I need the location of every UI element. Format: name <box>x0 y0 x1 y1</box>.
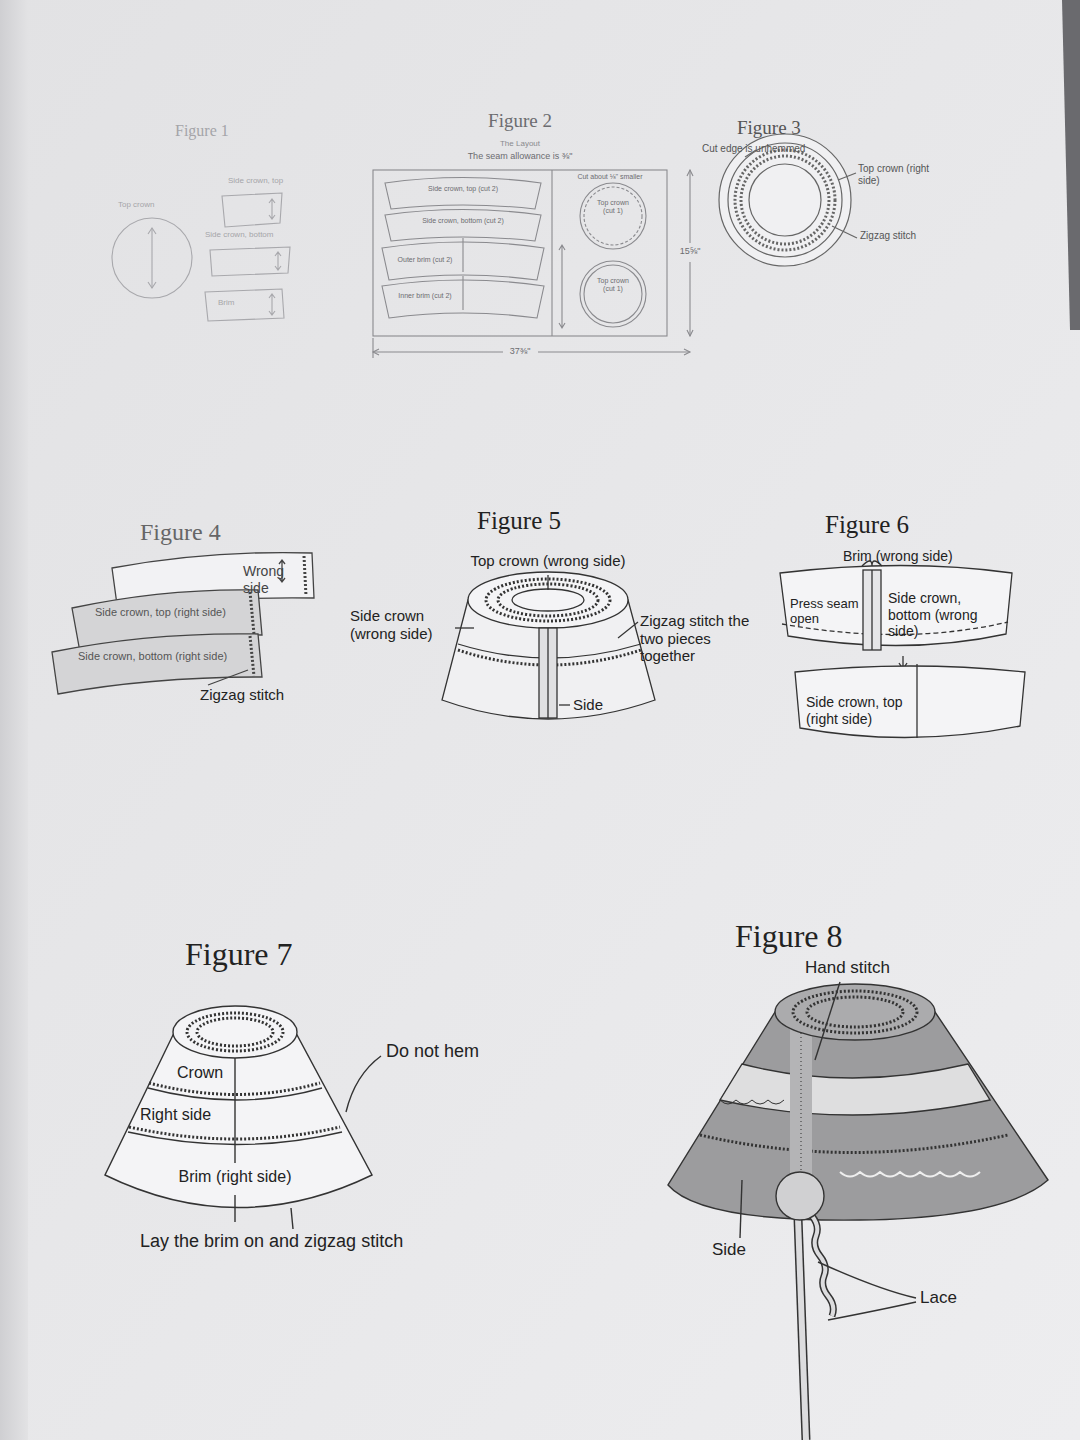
figure-title: Figure 2 <box>488 110 552 132</box>
figure-title: Figure 6 <box>825 510 909 540</box>
part-label: Side crown, top (right side) <box>806 694 912 727</box>
part-label: Side crown, bottom (cut 2) <box>403 217 523 225</box>
part-label: Lace <box>920 1288 957 1308</box>
note: Zigzag stitch <box>200 686 284 704</box>
figure-8 <box>668 982 1048 1440</box>
part-label: Brim (wrong side) <box>843 548 953 565</box>
note: The Layout <box>500 139 540 148</box>
part-label: Side <box>573 696 603 714</box>
part-label: Top crown <box>118 200 154 209</box>
part-label: Top crown (wrong side) <box>470 552 625 570</box>
figure-1 <box>112 193 290 321</box>
part-label: Inner brim (cut 2) <box>395 292 455 300</box>
figure-2 <box>373 170 693 358</box>
note: Zigzag stitch <box>860 230 920 242</box>
part-label: Wrong side <box>243 563 303 596</box>
part-label: Side crown, bottom (wrong side) <box>888 590 1003 640</box>
part-label: Side <box>712 1240 746 1260</box>
part-label: Side crown (wrong side) <box>350 607 450 642</box>
note: Lay the brim on and zigzag stitch <box>140 1231 403 1252</box>
figure-4 <box>52 553 314 694</box>
page-edge <box>0 0 28 1440</box>
note: Cut about ⅛" smaller <box>577 173 642 181</box>
page-shadow <box>1062 0 1080 330</box>
note: Press seam open <box>790 596 860 627</box>
dimension: 15⅝" <box>680 246 701 257</box>
part-label: Side crown, bottom <box>205 230 273 239</box>
part-label: Crown <box>177 1064 223 1083</box>
figure-title: Figure 5 <box>477 506 561 536</box>
note: Do not hem <box>386 1041 479 1062</box>
part-label: Side crown, top (right side) <box>95 606 245 619</box>
part-label: Side crown, bottom (right side) <box>78 650 248 663</box>
figure-title: Figure 7 <box>185 936 293 974</box>
part-label: Hand stitch <box>805 958 890 978</box>
part-label: Side crown, top (cut 2) <box>403 185 523 193</box>
part-label: Top crown (cut 1) <box>593 277 633 294</box>
note: The seam allowance is ⅜" <box>468 151 573 162</box>
part-label: Top crown (right side) <box>858 163 943 187</box>
figure-5 <box>442 572 655 719</box>
note: Zigzag stitch the two pieces together <box>640 612 760 665</box>
dimension: 37⅜" <box>510 346 531 357</box>
figure-title: Figure 4 <box>140 518 221 546</box>
figure-6 <box>780 561 1025 738</box>
part-label: Brim (right side) <box>179 1168 292 1187</box>
part-label: Right side <box>140 1106 211 1125</box>
note: Cut edge is unhemmed <box>702 143 805 155</box>
part-label: Brim <box>218 298 234 307</box>
part-label: Outer brim (cut 2) <box>395 256 455 264</box>
figure-7 <box>105 1006 381 1229</box>
figure-title: Figure 1 <box>175 122 229 141</box>
figure-title: Figure 3 <box>737 117 801 139</box>
part-label: Side crown, top <box>228 176 283 185</box>
part-label: Top crown (cut 1) <box>593 199 633 216</box>
figure-title: Figure 8 <box>735 918 843 956</box>
